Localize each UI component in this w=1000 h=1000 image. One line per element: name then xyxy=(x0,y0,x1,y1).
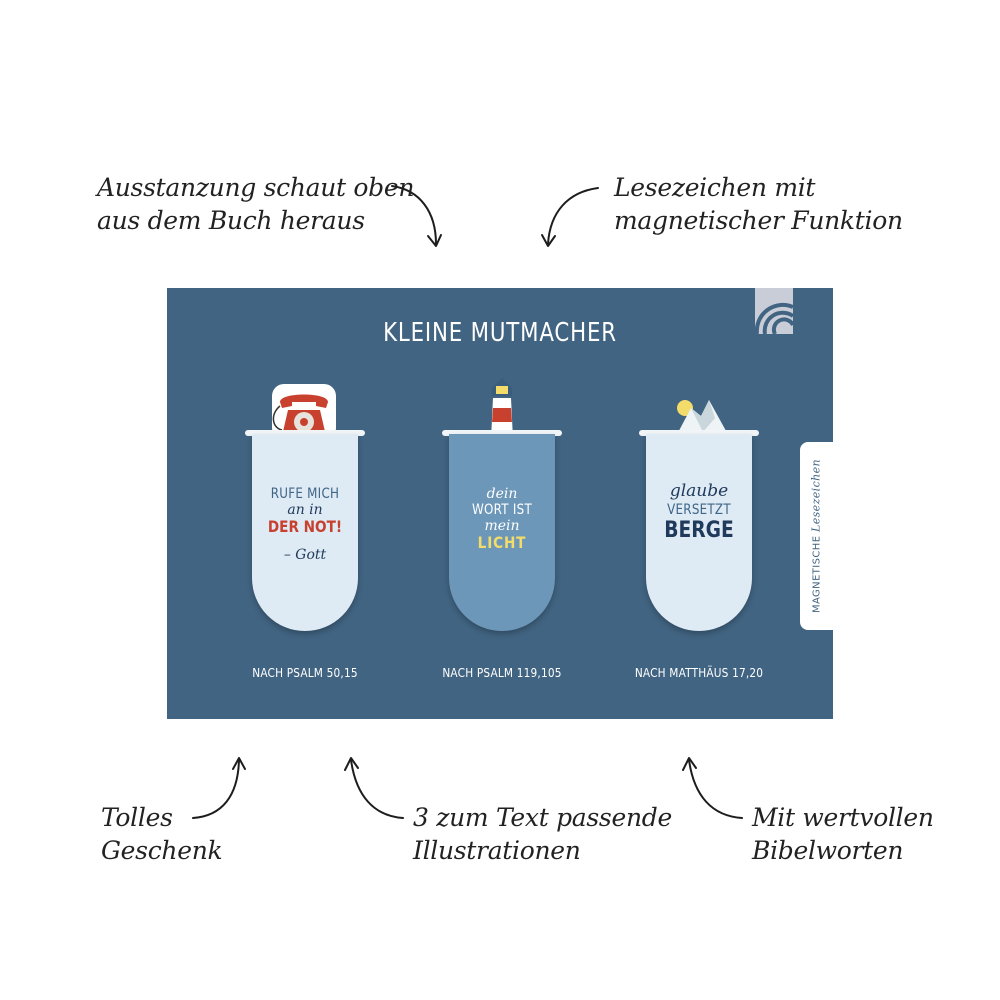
annotation-top-left: Ausstanzung schaut oben aus dem Buch her… xyxy=(97,171,414,237)
bible-reference: NACH PSALM 119,105 xyxy=(442,666,562,680)
bookmark-line: dein xyxy=(486,486,518,502)
annotation-line: Mit wertvollen xyxy=(752,803,934,832)
telephone-icon xyxy=(272,384,336,440)
bookmark-line: glaube xyxy=(669,481,729,501)
bookmark-line: WORT IST xyxy=(472,502,532,519)
arrow-up-from-right-icon xyxy=(344,757,404,819)
bookmark-body: dein WORT IST mein LICHT xyxy=(449,434,555,631)
bookmark-line: an in xyxy=(287,502,323,519)
bookmark-body: RUFE MICH an in DER NOT! – Gott xyxy=(252,434,358,631)
annotation-line: Tolles xyxy=(101,803,173,832)
arrow-down-left-icon xyxy=(541,187,599,247)
annotation-bottom-middle: 3 zum Text passende Illustrationen xyxy=(413,801,672,867)
annotation-bottom-left: Tolles Geschenk xyxy=(101,801,223,867)
bookmark-clip xyxy=(245,430,365,436)
side-tab-label: MAGNETISCHE Lesezeichen xyxy=(810,459,823,613)
bookmark-line: LICHT xyxy=(477,533,527,553)
side-tab-plain: MAGNETISCHE xyxy=(811,535,823,614)
bible-reference: NACH MATTHÄUS 17,20 xyxy=(634,666,764,680)
annotation-top-right: Lesezeichen mit magnetischer Funktion xyxy=(614,171,903,237)
publisher-logo-icon xyxy=(755,288,793,334)
annotation-line: Illustrationen xyxy=(413,836,581,865)
bookmark-line: VERSETZT xyxy=(667,501,731,518)
bookmark-body: glaube VERSETZT BERGE xyxy=(646,434,752,631)
annotation-line: Geschenk xyxy=(101,836,223,865)
annotation-line: 3 zum Text passende xyxy=(413,803,672,832)
bookmark-line: BERGE xyxy=(664,517,734,543)
bookmark-line: mein xyxy=(484,518,520,535)
bible-reference: NACH PSALM 50,15 xyxy=(252,666,358,680)
bookmark-2: dein WORT IST mein LICHT NACH PSALM 119,… xyxy=(442,288,562,719)
annotation-line: Lesezeichen mit xyxy=(614,173,816,202)
bookmark-line: – Gott xyxy=(283,546,327,563)
bookmark-line: RUFE MICH xyxy=(270,486,340,502)
annotation-line: aus dem Buch heraus xyxy=(97,206,365,235)
bookmark-clip xyxy=(639,430,759,436)
bookmark-1: RUFE MICH an in DER NOT! – Gott NACH PSA… xyxy=(245,288,365,719)
annotation-line: Ausstanzung schaut oben xyxy=(97,173,415,202)
magnetic-side-tab: MAGNETISCHE Lesezeichen xyxy=(800,442,833,630)
card-title: KLEINE MUTMACHER xyxy=(383,318,617,348)
bookmark-3: glaube VERSETZT BERGE NACH MATTHÄUS 17,2… xyxy=(635,288,763,719)
product-card: KLEINE MUTMACHER RUFE MICH an in DER NOT… xyxy=(167,288,833,719)
annotation-bottom-right: Mit wertvollen Bibelworten xyxy=(752,801,934,867)
bookmark-clip xyxy=(442,430,562,436)
bookmark-line: DER NOT! xyxy=(267,517,343,537)
annotation-line: magnetischer Funktion xyxy=(614,206,903,235)
side-tab-script: Lesezeichen xyxy=(809,458,823,532)
annotation-line: Bibelworten xyxy=(752,836,904,865)
arrow-up-from-right-icon xyxy=(682,757,743,819)
